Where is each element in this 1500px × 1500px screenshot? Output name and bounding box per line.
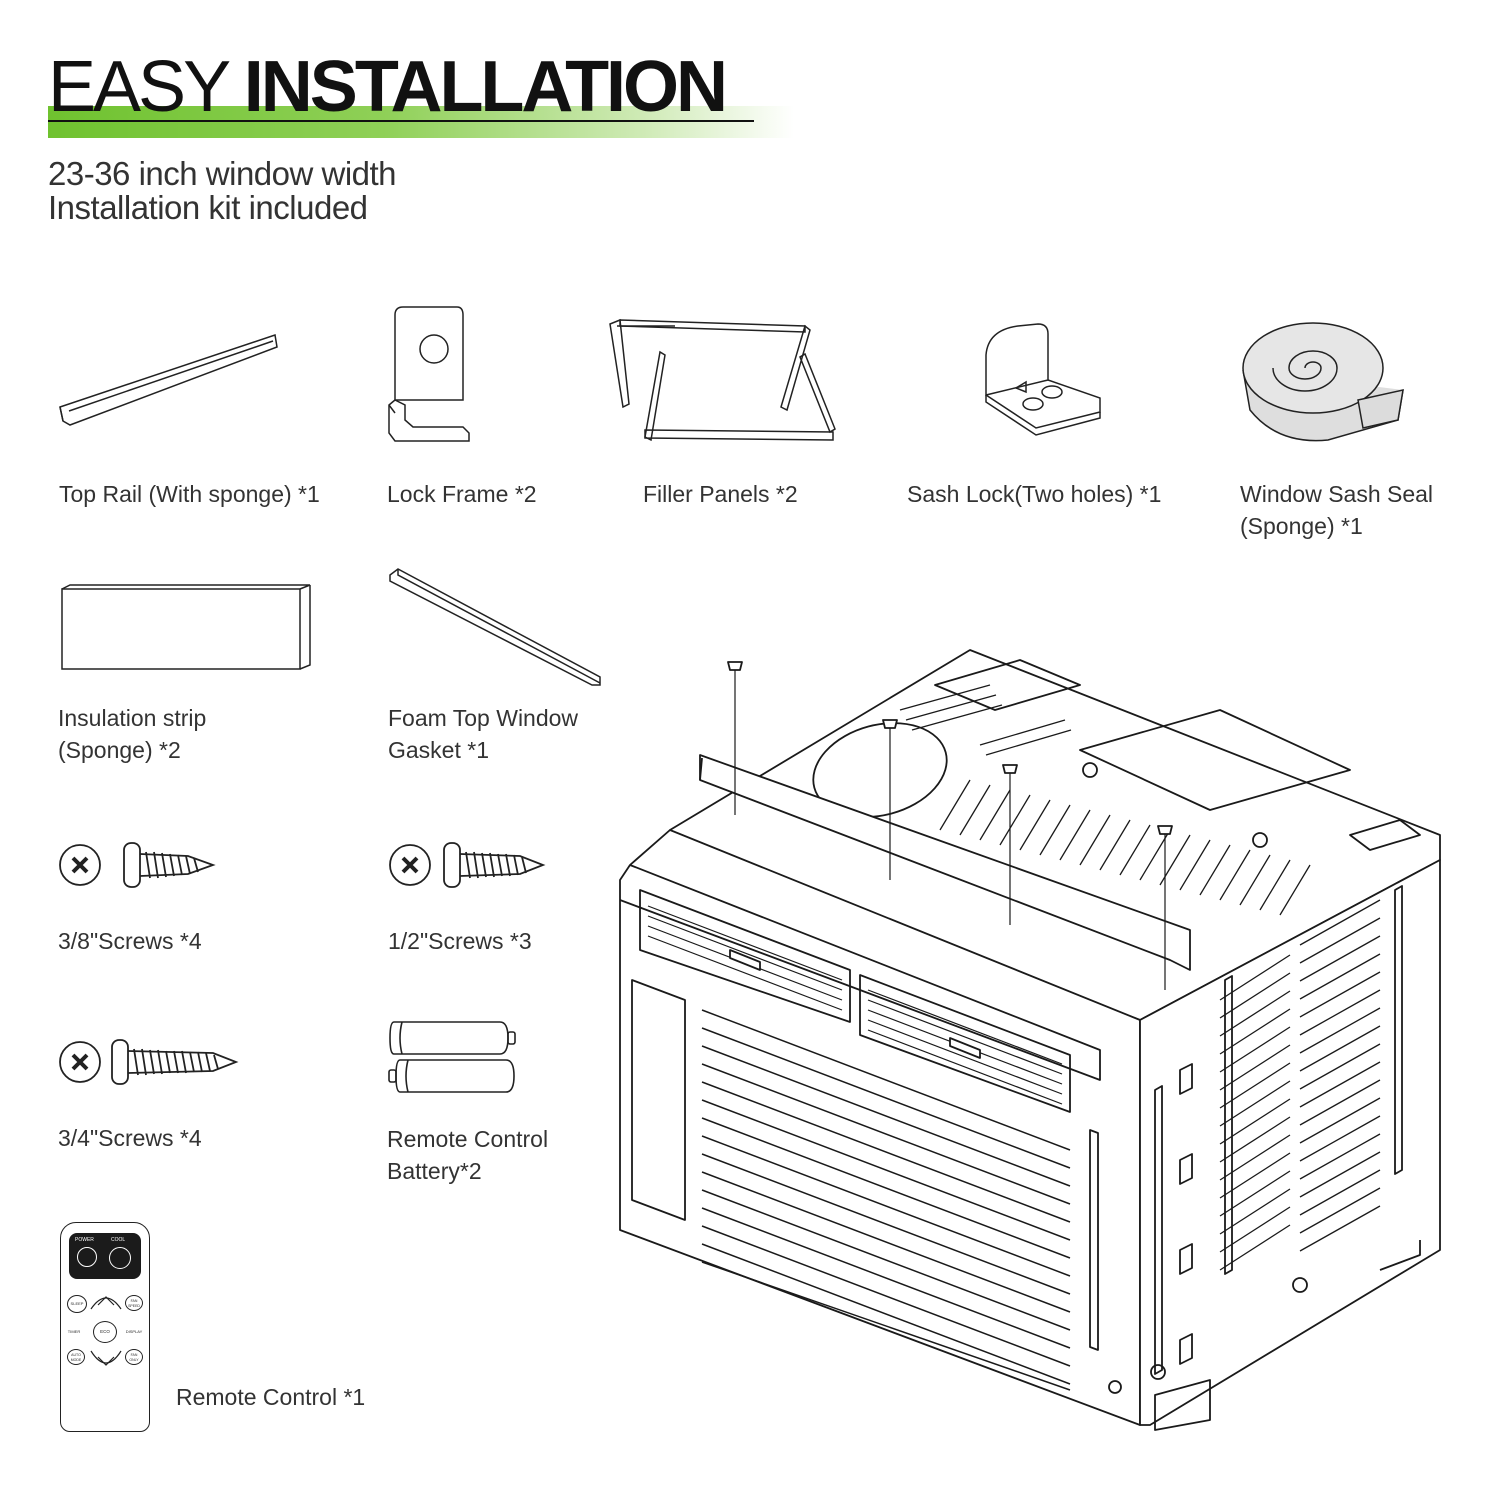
foam-gasket-label: Foam Top Window Gasket *1 — [388, 702, 578, 766]
window-sash-seal-label: Window Sash Seal (Sponge) *1 — [1240, 478, 1433, 542]
battery-label-line-1: Remote Control — [387, 1126, 549, 1152]
foam-gasket-icon — [388, 567, 603, 687]
insulation-strip-label-line-1: Insulation strip — [58, 705, 207, 731]
screws-3-8-label: 3/8"Screws *4 — [58, 928, 202, 954]
remote-power-label: POWER — [75, 1237, 94, 1243]
subtitle-line-2: Installation kit included — [48, 189, 368, 226]
remote-dpad-arrows-icon — [85, 1289, 127, 1373]
insulation-strip-label-line-2: (Sponge) *2 — [58, 737, 181, 763]
remote-timer-button: TIMER — [65, 1325, 83, 1339]
foam-gasket-label-line-1: Foam Top Window — [388, 705, 579, 731]
remote-sleep-label: SLEEP — [70, 1301, 84, 1306]
remote-control-illustration: POWER COOL SLEEP FAN SPEED TIMER ECO DIS… — [60, 1222, 150, 1432]
filler-panels-label: Filler Panels *2 — [643, 481, 798, 507]
remote-power-button — [77, 1247, 97, 1267]
screw-3-8-icon — [58, 838, 218, 893]
screws-3-4-label: 3/4"Screws *4 — [58, 1125, 202, 1151]
window-sash-seal-icon — [1238, 320, 1408, 450]
title-underline — [48, 120, 754, 122]
screw-3-4-icon — [58, 1035, 243, 1090]
insulation-strip-icon — [60, 583, 315, 673]
lock-frame-label: Lock Frame *2 — [387, 481, 537, 507]
window-sash-seal-label-line-1: Window Sash Seal — [1240, 481, 1434, 507]
page-title: EASY INSTALLATION — [48, 51, 728, 123]
remote-display-button: DISPLAY — [121, 1325, 147, 1339]
remote-cool-label: COOL — [111, 1237, 126, 1243]
remote-timer-label: TIMER — [67, 1329, 81, 1334]
battery-label: Remote Control Battery*2 — [387, 1123, 548, 1187]
remote-fan-only-label: FAN ONLY — [129, 1353, 139, 1362]
foam-gasket-label-line-2: Gasket *1 — [388, 737, 489, 763]
filler-panels-icon — [605, 312, 845, 447]
battery-label-line-2: Battery*2 — [387, 1158, 482, 1184]
lock-frame-icon — [385, 305, 475, 445]
sash-lock-icon — [978, 320, 1108, 435]
subtitle: 23-36 inch window width Installation kit… — [48, 155, 397, 226]
air-conditioner-unit-illustration — [610, 650, 1450, 1430]
remote-auto-mode-label: AUTO MODE — [70, 1353, 82, 1362]
remote-fan-speed-button: FAN SPEED — [125, 1295, 143, 1311]
remote-eco-button: ECO — [93, 1321, 117, 1343]
remote-display-label: DISPLAY — [125, 1329, 143, 1334]
insulation-strip-label: Insulation strip (Sponge) *2 — [58, 702, 206, 766]
window-sash-seal-label-line-2: (Sponge) *1 — [1240, 513, 1363, 539]
top-rail-icon — [55, 325, 285, 435]
page-title-bold: INSTALLATION — [243, 47, 728, 127]
top-rail-label: Top Rail (With sponge) *1 — [59, 481, 320, 507]
remote-fan-only-button: FAN ONLY — [125, 1349, 143, 1365]
title-highlight-bar — [48, 106, 794, 138]
batteries-icon — [388, 1018, 523, 1098]
remote-control-label: Remote Control *1 — [176, 1384, 366, 1410]
remote-auto-mode-button: AUTO MODE — [67, 1349, 85, 1365]
remote-fan-speed-label: FAN SPEED — [128, 1299, 140, 1308]
remote-eco-label: ECO — [100, 1329, 110, 1334]
sash-lock-label: Sash Lock(Two holes) *1 — [907, 481, 1162, 507]
remote-cool-button — [109, 1247, 131, 1269]
screw-1-2-icon — [388, 838, 548, 893]
subtitle-line-1: 23-36 inch window width — [48, 155, 397, 192]
remote-sleep-button: SLEEP — [67, 1295, 87, 1313]
screws-1-2-label: 1/2"Screws *3 — [388, 928, 532, 954]
page-title-light: EASY — [48, 47, 244, 127]
